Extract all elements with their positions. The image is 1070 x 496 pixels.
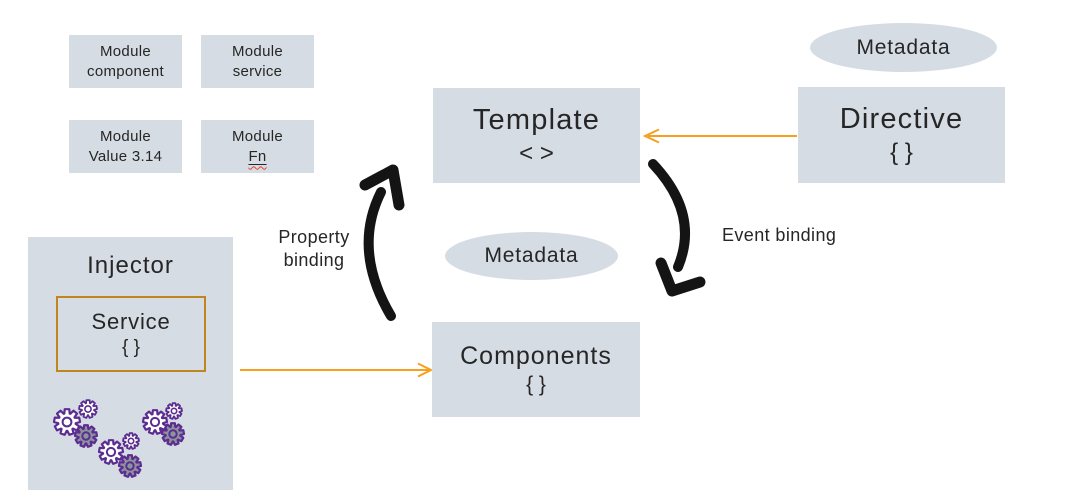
components-symbol: { } — [526, 373, 546, 396]
gear-icon — [141, 409, 169, 435]
metadata-top-label: Metadata — [856, 35, 951, 59]
gear-hub — [170, 407, 178, 415]
injector-label: Injector — [87, 252, 174, 279]
module-service-line1: Module — [232, 42, 283, 60]
property-binding-arrow — [359, 164, 405, 321]
module-value-node: Module Value 3.14 — [69, 120, 182, 173]
service-node: Service { } — [56, 296, 206, 372]
property-binding-label: Property binding — [258, 226, 370, 272]
module-fn-node: Module Fn — [201, 120, 314, 173]
gear-hub — [61, 416, 73, 428]
template-node: Template < > — [433, 88, 640, 183]
gear-icon — [73, 424, 99, 448]
injector-node: Injector Service { } — [28, 237, 233, 490]
module-fn-line2: Fn — [248, 147, 266, 167]
injector-to-components-arrow — [240, 362, 434, 378]
directive-label: Directive — [839, 103, 964, 135]
module-component-line1: Module — [100, 42, 151, 60]
template-symbol: < > — [519, 139, 554, 167]
gear-icon — [78, 399, 98, 419]
gear-icon — [52, 408, 82, 436]
template-label: Template — [472, 103, 601, 136]
module-fn-line1: Module — [232, 127, 283, 145]
gear-icon — [97, 439, 125, 465]
components-node: Components { } — [432, 322, 640, 417]
gear-hub — [125, 461, 135, 471]
property-binding-line2: binding — [283, 250, 345, 270]
gear-hub — [168, 429, 178, 439]
module-service-line2: service — [232, 62, 283, 80]
metadata-ellipse-center: Metadata — [445, 232, 618, 280]
metadata-ellipse-top: Metadata — [810, 23, 997, 72]
module-fn-misspelled-text: Fn — [248, 147, 267, 165]
service-label: Service — [91, 309, 171, 334]
gear-hub — [105, 446, 117, 458]
gear-hub — [84, 405, 92, 413]
gear-hub — [81, 431, 91, 441]
gear-icon — [117, 454, 143, 478]
property-binding-line1: Property — [278, 227, 350, 247]
gear-icon — [165, 402, 183, 420]
gear-icon — [122, 432, 140, 450]
gear-hub — [127, 437, 135, 445]
module-component-line2: component — [87, 62, 164, 80]
module-value-line1: Module — [100, 127, 151, 145]
directive-symbol: { } — [890, 139, 913, 166]
event-binding-arrow — [648, 159, 706, 297]
gear-icons-group — [52, 399, 186, 478]
service-symbol: { } — [122, 337, 140, 358]
module-component-node: Module component — [69, 35, 182, 88]
directive-node: Directive { } — [798, 87, 1005, 183]
module-value-line2: Value 3.14 — [88, 147, 163, 165]
metadata-center-label: Metadata — [484, 244, 579, 267]
components-label: Components — [460, 342, 612, 370]
directive-to-template-arrow — [642, 128, 797, 144]
gear-hub — [149, 416, 161, 428]
module-service-node: Module service — [201, 35, 314, 88]
event-binding-label: Event binding — [722, 225, 837, 245]
